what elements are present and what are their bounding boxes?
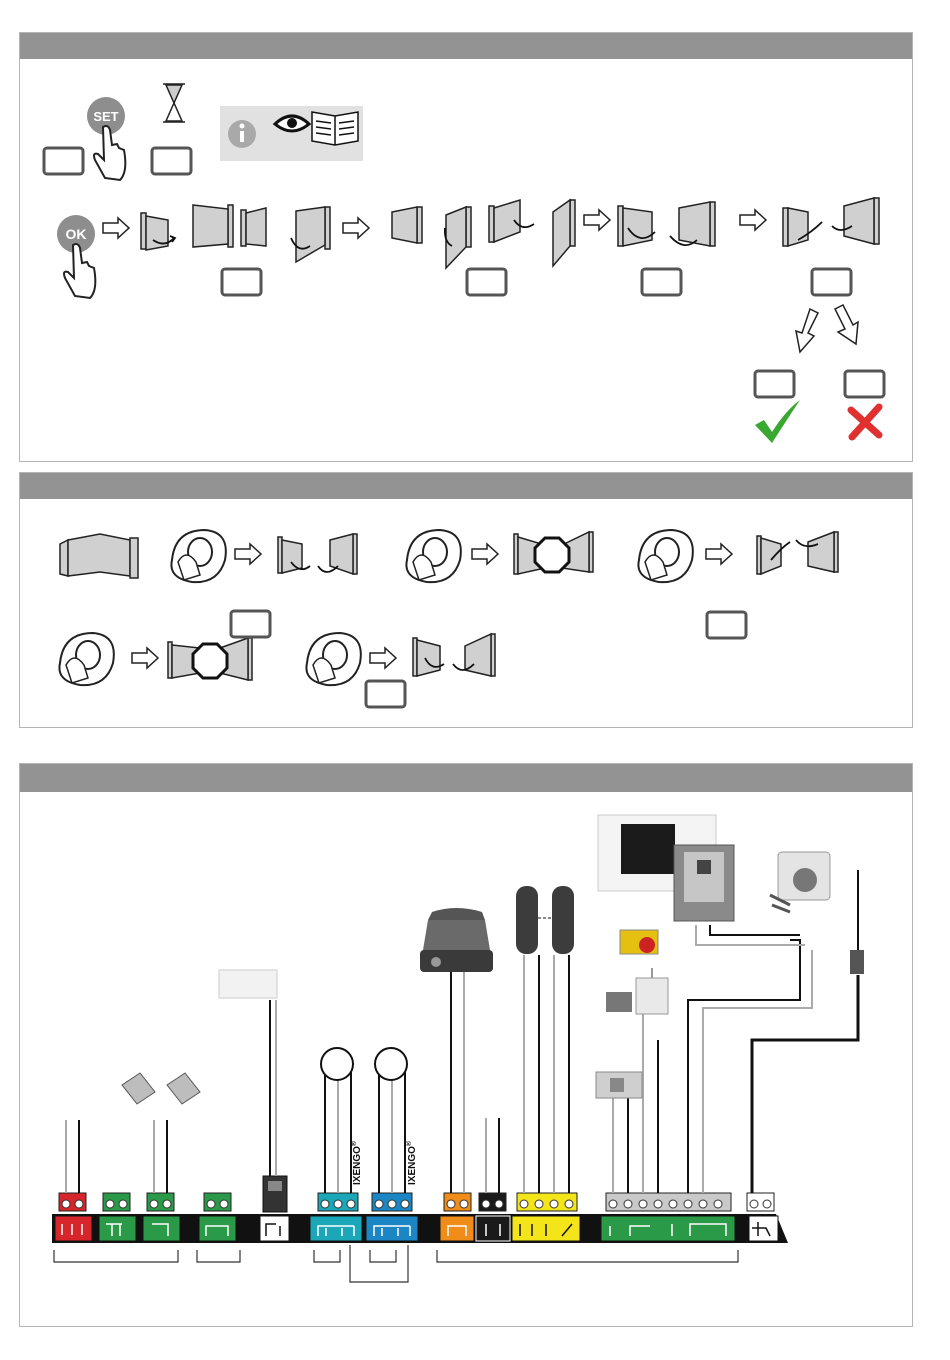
- terminal-red: [55, 1216, 92, 1241]
- warning-light-icon: [420, 908, 493, 972]
- terminal-white: [260, 1216, 289, 1241]
- key-switch-icon: [770, 852, 830, 912]
- battery-icon: [219, 970, 277, 998]
- terminal-block-icon: [55, 1216, 778, 1241]
- magnetic-loop-icon: [375, 1048, 407, 1080]
- lock-icon: [596, 1072, 642, 1098]
- lighting-icon: [122, 1073, 200, 1104]
- keypad-wall-icon: [606, 968, 668, 1014]
- terminal-green: [199, 1216, 236, 1241]
- photocell-icon: [516, 886, 574, 954]
- terminal-orange: [440, 1216, 474, 1241]
- emergency-stop-icon: [620, 930, 658, 954]
- ixengo-label-1: IXENGO®: [350, 1140, 363, 1185]
- keypad-icon: [674, 845, 734, 921]
- terminal-green: [601, 1216, 735, 1241]
- ixengo-label-2: IXENGO®: [405, 1140, 418, 1185]
- magnetic-loop-icon: [321, 1048, 353, 1080]
- antenna-icon: [850, 870, 864, 974]
- terminal-green: [143, 1216, 180, 1241]
- terminal-green: [99, 1216, 136, 1241]
- bracket-lines: [54, 1245, 738, 1282]
- terminal-black: [476, 1216, 510, 1241]
